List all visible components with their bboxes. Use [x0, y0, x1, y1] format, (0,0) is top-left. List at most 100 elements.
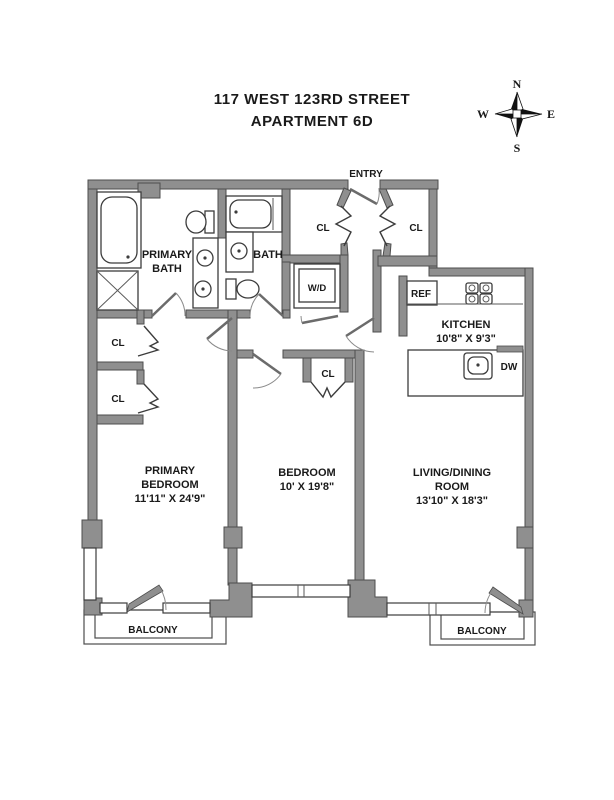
bedroom-label: BEDROOM [278, 467, 335, 479]
stove-burner-box-2 [479, 282, 493, 294]
bedroom-door-arc [252, 373, 282, 389]
window-primary-bedroom-2 [162, 602, 211, 614]
wall-cl1-stub [136, 309, 145, 325]
plan-title: 117 WEST 123RD STREET APARTMENT 6D [214, 91, 410, 130]
compass-label-e: E [547, 107, 555, 121]
compass-n-dark [511, 92, 517, 114]
window-primary-bedroom-1 [99, 602, 128, 614]
corridor-door-arc [345, 335, 375, 353]
wall-right [524, 267, 534, 618]
closet2-bifold-door [137, 383, 160, 414]
primary-bath-label-line1: PRIMARY [142, 249, 193, 261]
wall-cl1-cl2-divider [96, 361, 144, 371]
window-left-wall [83, 547, 97, 601]
refrigerator [406, 280, 438, 306]
balcony-right-door-panel [488, 586, 524, 615]
wall-tub-niche [137, 182, 161, 199]
shower-x-line2 [96, 270, 139, 311]
wall-cl2-stub [136, 369, 145, 385]
entry-label: ENTRY [349, 169, 383, 180]
bath-tub-faucet [234, 210, 238, 214]
primary-bedroom-label-line1: PRIMARY [145, 465, 196, 477]
primary-bath-tub-drain [126, 255, 130, 259]
balcony-left-door-panel [126, 584, 164, 613]
window-bedroom [251, 584, 351, 598]
bath-door-arc [249, 293, 260, 318]
wall-entry-diag-right-lower [382, 242, 392, 257]
primary-closet1-label: CL [111, 338, 124, 349]
wall-pier-living [347, 579, 388, 618]
stove-burner-3 [468, 295, 476, 303]
wall-pier-bedroom [209, 582, 253, 618]
primary-bath-vanity [192, 237, 219, 309]
primary-bedroom-door-arc [206, 338, 233, 352]
wall-entry-diag-left-upper [336, 187, 352, 209]
bedroom-door-panel [252, 352, 282, 376]
wall-left-pilaster [81, 519, 103, 549]
windows [83, 547, 491, 616]
entry-closet-left-label: CL [316, 223, 329, 234]
bedroom-closet-bifold-door [310, 381, 346, 399]
stove-burner-4 [482, 295, 490, 303]
primary-bath-label-line2: BATH [152, 263, 182, 275]
kitchen-label: KITCHEN [442, 319, 491, 331]
wall-top-right [379, 179, 439, 190]
primary-bath-tub-basin [100, 196, 138, 264]
window-living [386, 602, 491, 616]
wall-bedroom-top-a [236, 349, 254, 359]
balcony-right-label: BALCONY [457, 626, 507, 637]
compass-label-w: W [477, 107, 489, 121]
bath-toilet-bowl [236, 279, 260, 299]
room-labels: ENTRY PRIMARY BATH BATH CL CL W/D REF KI… [111, 169, 518, 637]
bath-toilet-tank [225, 278, 237, 300]
bedroom-closet-label: CL [321, 369, 334, 380]
entry-door-panel [349, 187, 378, 206]
stove-burner-2 [482, 284, 490, 292]
balcony-left-label: BALCONY [128, 625, 178, 636]
wall-bedroom-closet-left [302, 357, 312, 383]
wall-bath-divider [217, 188, 227, 239]
compass-w-dark [495, 114, 517, 119]
wall-bath-bottom-c [282, 309, 291, 319]
wall-cl2-bottom [96, 414, 144, 425]
wall-corridor-right [372, 249, 382, 333]
primary-bedroom-door-panel [206, 317, 233, 340]
bath-tub-basin [229, 199, 272, 229]
entry-door-arc [376, 188, 380, 205]
compass-center [512, 109, 522, 119]
wall-right-pilaster [516, 526, 534, 549]
wall-kitchen-left [398, 275, 408, 337]
primary-bedroom-label-line2: BEDROOM [141, 479, 198, 491]
living-dims-label: 13'10" X 18'3" [416, 495, 488, 507]
compass-label-s: S [514, 141, 521, 155]
closet1-bifold-door [137, 325, 160, 357]
washer-dryer-door-panel [301, 314, 339, 325]
bath-sink-drain [237, 249, 241, 253]
walls [81, 179, 534, 618]
refrigerator-label: REF [411, 289, 431, 300]
primary-bath-door-panel [151, 292, 177, 317]
wall-cl-right-bottom [377, 255, 438, 267]
bedroom-dims-label: 10' X 19'8" [280, 481, 334, 493]
stove-burner-1 [468, 284, 476, 292]
stove-burner-box-1 [465, 282, 479, 294]
primary-bedroom-dims-label: 11'11" X 24'9" [135, 493, 206, 505]
wall-kitchen-top [428, 267, 534, 277]
sink1-drain [203, 256, 207, 260]
wall-bath-right [281, 188, 291, 263]
balcony-right-door-arc [484, 589, 494, 614]
bath-label: BATH [253, 249, 283, 261]
balcony-left-inner [94, 609, 213, 639]
wall-left [87, 188, 98, 549]
sink2-drain [201, 287, 205, 291]
compass-rose: N E S W [477, 77, 555, 155]
wall-wd-left [281, 261, 291, 317]
entry-closet-left-bifold-door [334, 205, 353, 247]
kitchen-island-connector [496, 345, 524, 353]
wall-bath-bottom-b [185, 309, 251, 319]
title-line1: 117 WEST 123RD STREET [214, 91, 410, 108]
dishwasher-label: DW [501, 362, 518, 373]
doors [126, 187, 524, 615]
entry-closet-right-label: CL [409, 223, 422, 234]
